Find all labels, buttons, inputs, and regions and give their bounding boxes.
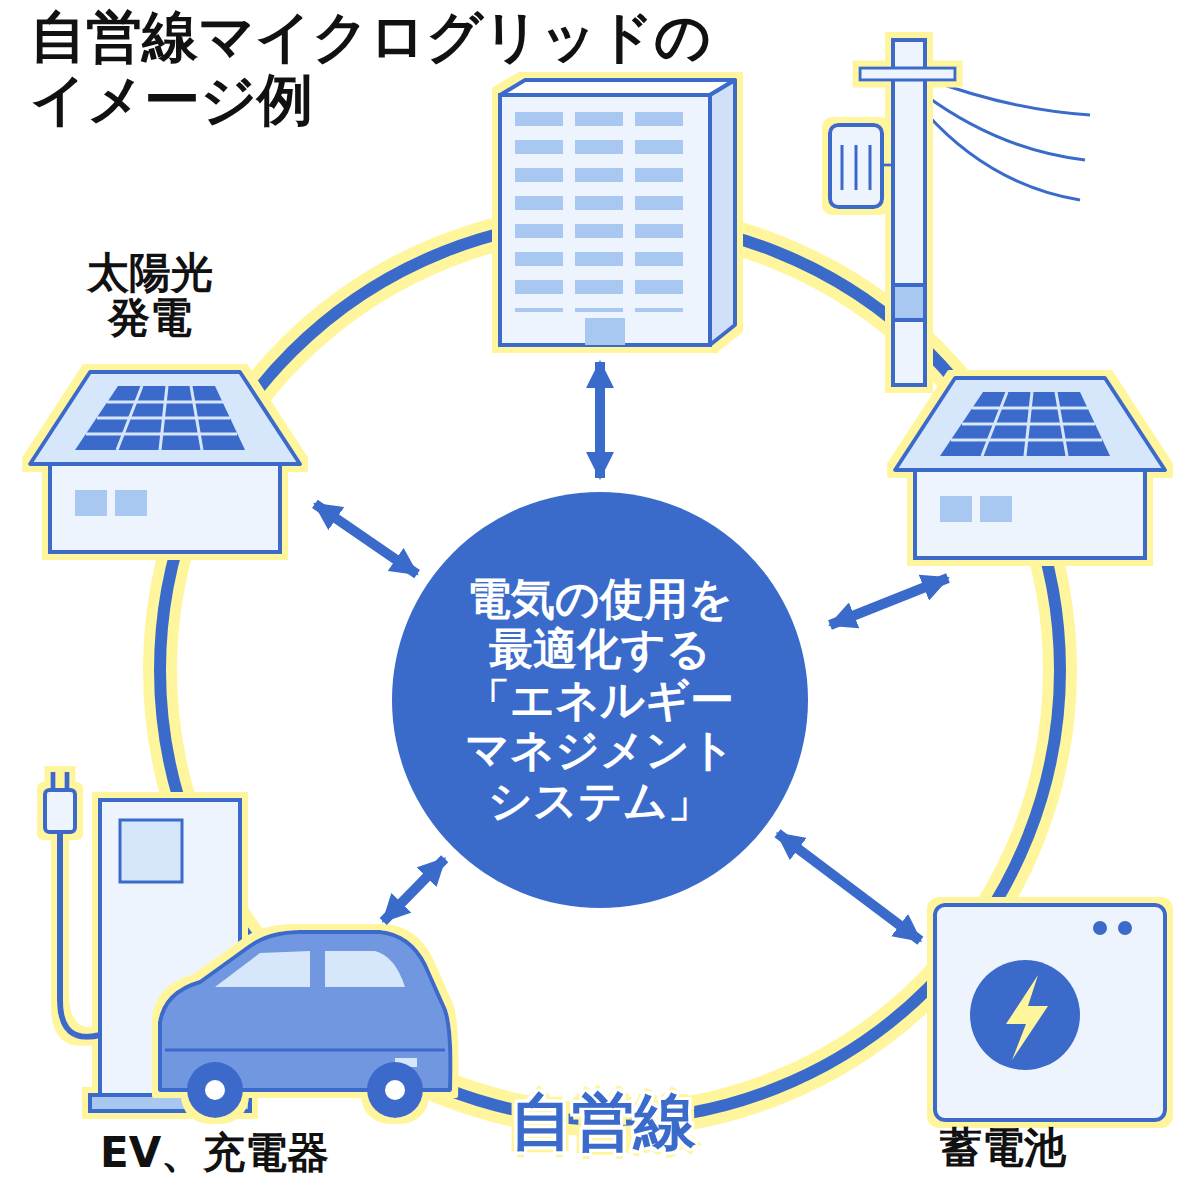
node-text: 蓄電池 [940,1125,1066,1171]
ev-charger-node: EV、充電器 [40,930,460,1185]
ems-circle: 電気の使用を 最適化する 「エネルギー マネジメント システム」 [390,490,810,910]
illustration-part [893,285,925,320]
illustration-part [1118,921,1132,935]
illustration-part [165,1049,445,1052]
illustration-part [830,40,955,385]
illustration-part [215,951,310,987]
illustration-part [65,772,70,790]
node-text: 太陽光 発電 [65,250,235,341]
illustration-part [1006,975,1048,1060]
connector-arrow [383,859,444,922]
illustration-part [860,68,955,80]
illustration-part [30,372,300,552]
house-illustration [30,372,300,552]
illustration-part [45,790,75,832]
diagram-title: 自営線マイクログリッドの イメージ例 [30,6,770,131]
building-illustration [500,80,735,345]
house-illustration [895,378,1165,558]
illustration-part [120,820,182,882]
illustration-part [935,905,1165,1120]
illustration-part [1093,921,1107,935]
illustration-part [882,164,893,167]
illustration-part [855,145,858,190]
illustration-part [515,112,695,312]
illustration-part [925,95,1085,160]
illustration-part [830,578,948,625]
connector-arrow [315,504,417,574]
battery-node: 蓄電池 [930,895,1175,1185]
utility-pole-illustration [830,40,1090,385]
illustration-part [869,145,872,190]
battery-illustration [935,905,1165,1120]
illustration-part [970,960,1080,1070]
illustration-part [187,1062,243,1118]
illustration-part [893,40,925,385]
illustration-part [841,145,844,190]
illustration-part [842,145,893,190]
illustration-part [385,1080,405,1100]
illustration-part [595,362,605,478]
ev-car-illustration [160,932,450,1118]
line-label: 自営線 [510,1088,696,1156]
illustration-part [500,80,735,95]
illustration-part [205,1080,225,1100]
solar-house-node: 太陽光 発電 [30,250,305,555]
illustration-part [925,78,1090,115]
illustration-part [830,125,882,207]
illustration-part [585,318,625,345]
illustration-part [367,1062,423,1118]
node-text: EV、充電器 [100,1130,329,1176]
illustration-part [325,951,405,987]
illustration-part [925,112,1080,200]
illustration-part [60,830,100,1037]
connector-arrow [777,833,920,940]
node-text: 電気の使用を 最適化する 「エネルギー マネジメント システム」 [450,490,750,910]
illustration-part [51,772,56,790]
illustration-part [500,95,710,345]
illustration-part [895,378,1165,558]
illustration-part [710,80,735,345]
